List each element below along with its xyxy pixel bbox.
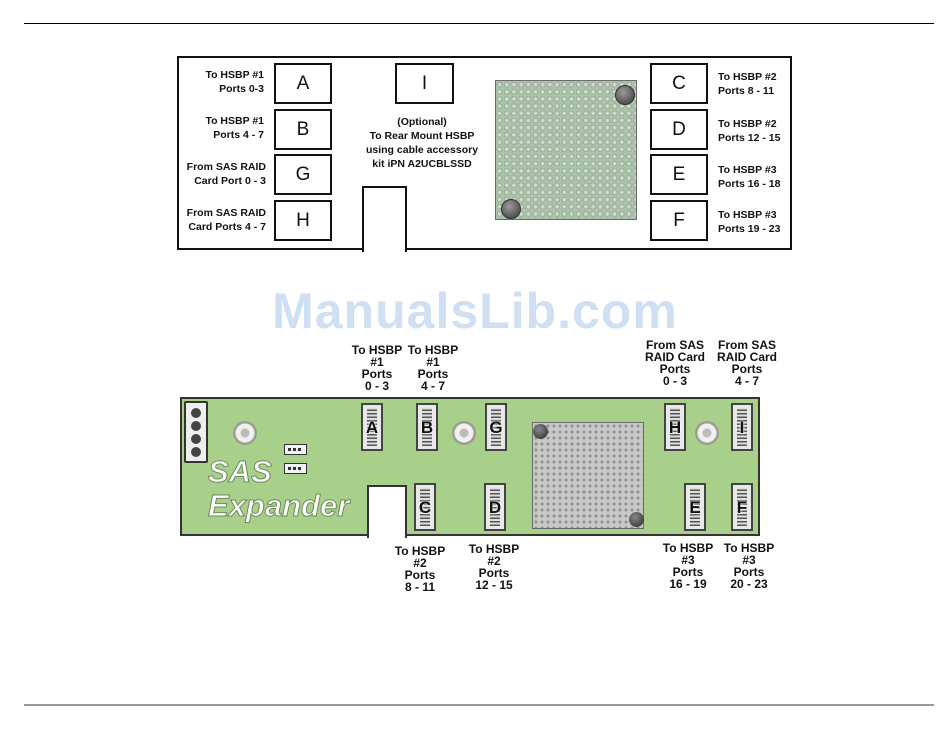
board-notch [367,485,407,538]
connector-g: G [485,403,507,451]
chip-corner-ball [629,512,644,527]
fan-header [284,463,307,474]
schematic-box-c: C [650,63,708,104]
connector-d: D [484,483,506,531]
chip-corner-ball [533,424,548,439]
connector-h: H [664,403,686,451]
schematic-box-e: E [650,154,708,195]
connector-i: I [731,403,753,451]
bottom-rule [24,704,934,706]
fan-header [284,444,307,455]
power-connector [184,401,208,463]
schematic-box-b: B [274,109,332,150]
chip-corner-ball [615,85,635,105]
sas-expander-board [180,397,760,536]
top-rule [24,23,934,24]
schematic-optional-note: (Optional) To Rear Mount HSBP using cabl… [365,116,479,170]
chip-corner-ball [501,199,521,219]
schematic-box-d: D [650,109,708,150]
mounting-hole [233,421,257,445]
connector-f: F [731,483,753,531]
watermark: ManualsLib.com [272,283,678,339]
schematic-expander-chip [495,80,637,220]
connector-a: A [361,403,383,451]
connector-c: C [414,483,436,531]
mounting-hole [452,421,476,445]
schematic-box-h: H [274,200,332,241]
schematic-box-a: A [274,63,332,104]
schematic-box-g: G [274,154,332,195]
board-title: SAS Expander [207,454,350,523]
connector-b: B [416,403,438,451]
board-expander-chip [532,422,644,529]
schematic-box-i: I [395,63,454,104]
schematic-notch [362,186,407,252]
schematic-box-f: F [650,200,708,241]
mounting-hole [695,421,719,445]
connector-e: E [684,483,706,531]
